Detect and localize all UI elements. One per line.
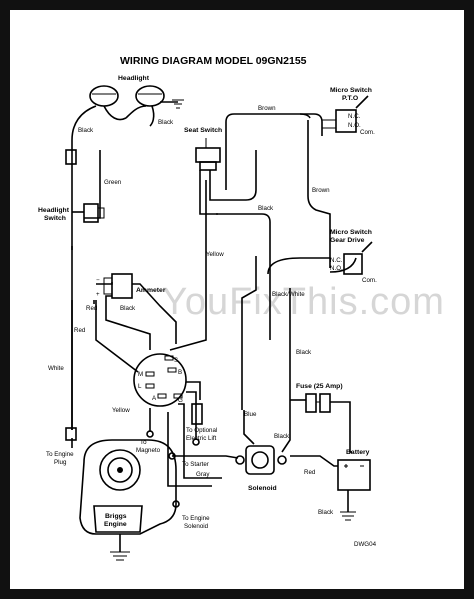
to-starter-label: To Starter (182, 461, 209, 468)
starter-terminal (168, 452, 176, 460)
wires (71, 101, 357, 552)
wire-label-black-6: Black (274, 433, 290, 440)
seat-switch: Seat Switch (184, 127, 222, 171)
wire-label-black-white: Black/White (272, 291, 305, 298)
lift-connector (191, 403, 203, 425)
wire-label-red-3: Red (304, 469, 316, 476)
engine-plug-connector (65, 427, 77, 441)
wire-label-black-5: Black (296, 349, 312, 356)
left-border (0, 0, 10, 599)
solenoid: Solenoid (235, 445, 287, 492)
gear-com-label: Com. (362, 277, 377, 284)
wire-label-black-3: Black (258, 205, 274, 212)
diagram-title: WIRING DIAGRAM MODEL 09GN2155 (120, 55, 307, 67)
wire-label-yellow-2: Yellow (112, 407, 130, 414)
watermark: YouFixThis.com (162, 281, 445, 323)
ignition-terminal-b: B (178, 369, 182, 376)
fuse: Fuse (25 Amp) (296, 383, 343, 413)
wire-label-blue: Blue (244, 411, 257, 418)
ignition-terminal-l: L (138, 383, 142, 390)
wire-label-yellow-1: Yellow (206, 251, 224, 258)
wire-label-green: Green (104, 179, 122, 186)
ignition-terminal-a: A (152, 395, 157, 402)
ammeter-plus: + (96, 291, 100, 298)
wire-label-white: White (48, 365, 64, 372)
ammeter: Ammeter − + (96, 273, 166, 299)
bottom-border (0, 589, 474, 599)
top-border (0, 0, 474, 10)
ignition-switch: S B M L A G (133, 353, 187, 407)
wire-label-red-1: Red (86, 305, 98, 312)
headlight-label: Headlight (118, 75, 150, 82)
engine-solenoid-terminal (172, 500, 180, 508)
headlight: Headlight (89, 75, 184, 109)
wire-label-brown-2: Brown (312, 187, 330, 194)
drawing-code: DWG04 (354, 541, 377, 548)
pto-com-label: Com. (360, 129, 375, 136)
lift-terminal (192, 438, 200, 446)
pto-no-label: N.O. (348, 122, 361, 129)
ammeter-minus: − (96, 277, 100, 284)
gear-nc-label: N.C. (330, 257, 343, 264)
battery-label: Battery (346, 449, 370, 456)
ignition-terminal-s: S (174, 357, 178, 364)
wire-label-gray: Gray (196, 471, 210, 478)
fuse-label: Fuse (25 Amp) (296, 383, 343, 390)
wire-label-black-7: Black (318, 509, 334, 516)
ignition-terminal-g: G (178, 397, 183, 404)
wire-label-red-2: Red (74, 327, 86, 334)
seat-switch-label: Seat Switch (184, 127, 222, 134)
battery: Battery (337, 449, 371, 521)
inline-connector (65, 149, 77, 165)
ignition-terminal-m: M (138, 371, 143, 378)
wire-label-brown-1: Brown (258, 105, 276, 112)
magneto-terminal (146, 430, 154, 438)
right-border (464, 0, 474, 599)
pto-nc-label: N.C. (348, 113, 361, 120)
wire-label-black-4: Black (120, 305, 136, 312)
ammeter-label: Ammeter (136, 287, 166, 294)
wire-label-black-2: Black (158, 119, 174, 126)
wire-labels: Black Black Green Brown Brown Black Yell… (48, 105, 334, 516)
gear-no-label: N.O. (330, 265, 343, 272)
solenoid-label: Solenoid (248, 485, 277, 492)
wire-label-black-1: Black (78, 127, 94, 134)
